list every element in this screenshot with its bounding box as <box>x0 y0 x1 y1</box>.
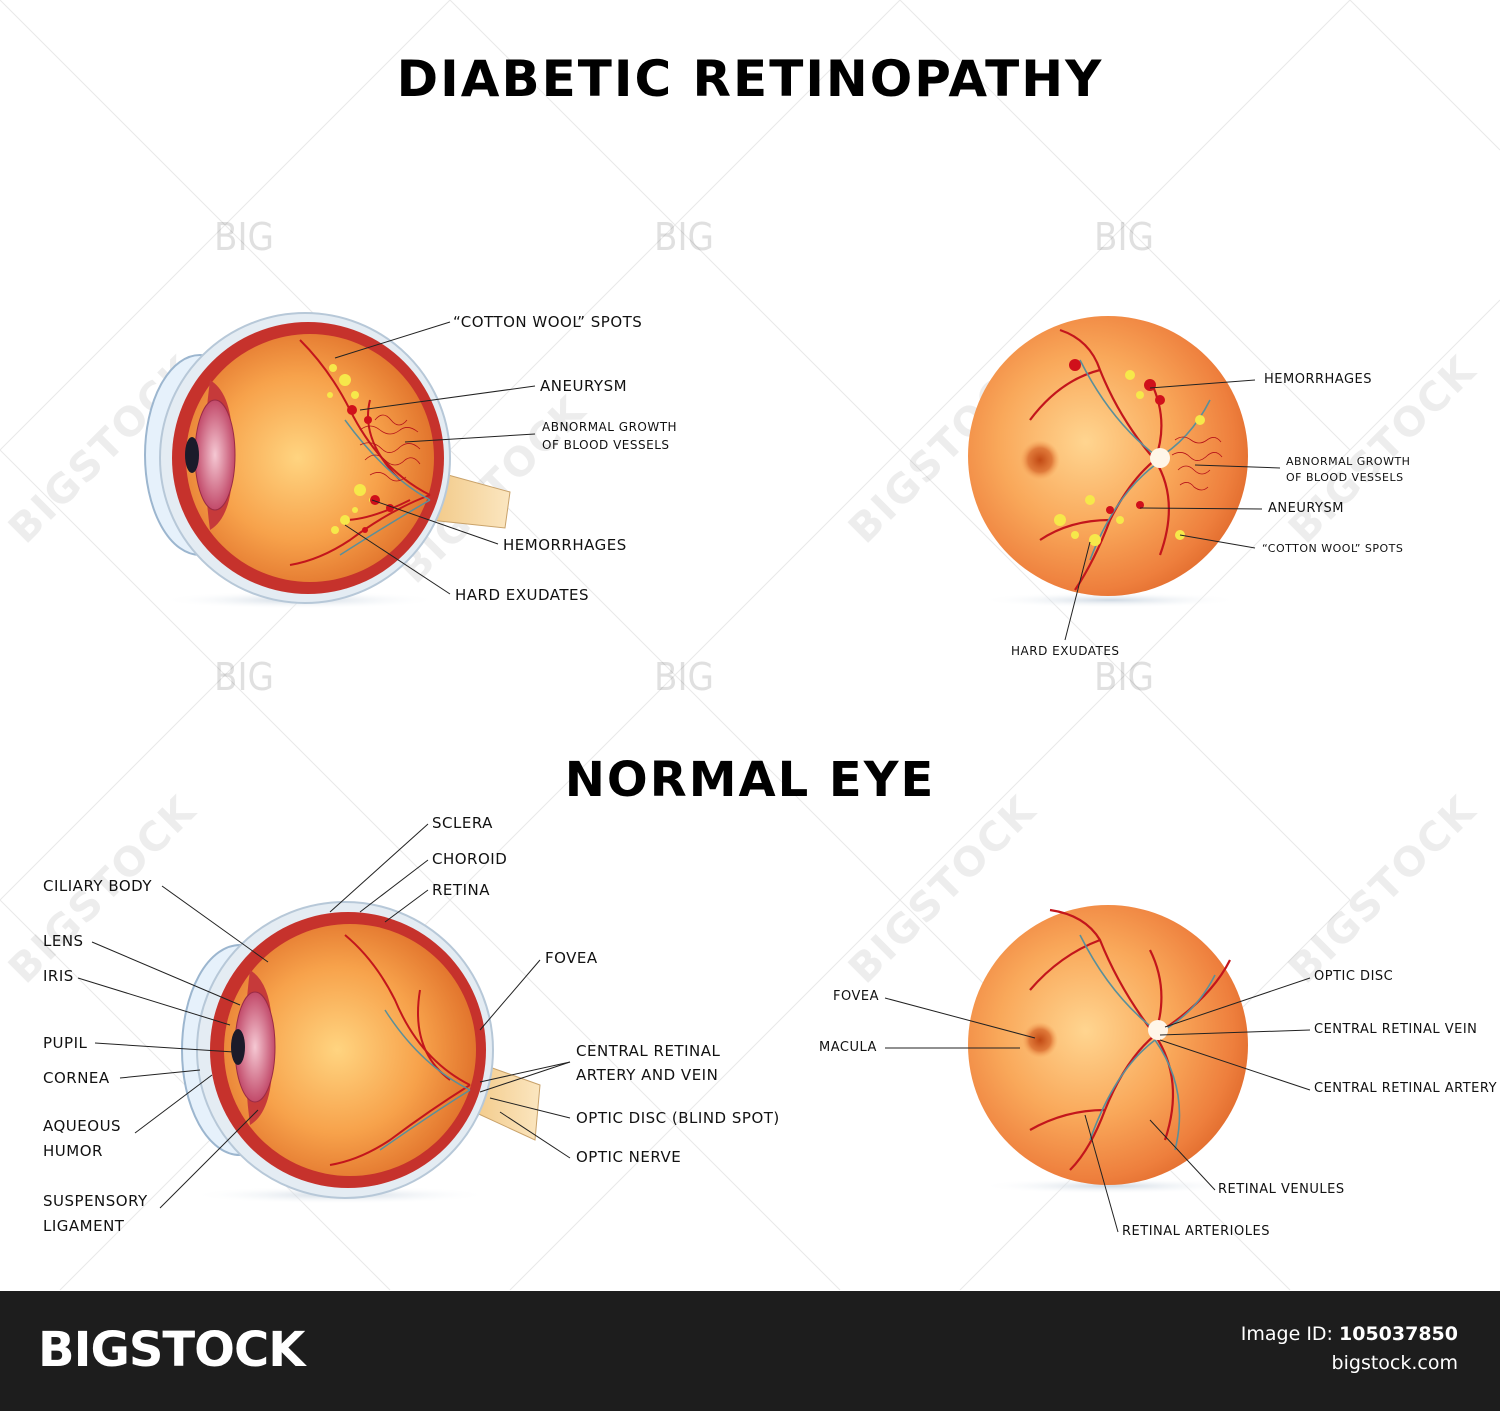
label-nf-fovea: FOVEA <box>833 989 879 1004</box>
label-dcs-hemorrhages: HEMORRHAGES <box>503 536 627 554</box>
label-df-cotton-wool: “COTTON WOOL” SPOTS <box>1262 542 1404 555</box>
label-nf-retinal-arterioles: RETINAL ARTERIOLES <box>1122 1224 1270 1239</box>
footer-bar <box>0 1291 1500 1411</box>
leader-lines <box>77 321 1311 1233</box>
site-link[interactable]: bigstock.com <box>1331 1352 1458 1374</box>
label-df-hard-exudates: HARD EXUDATES <box>1011 644 1120 658</box>
label-ncs-optic-nerve: OPTIC NERVE <box>576 1148 682 1166</box>
label-ncs-lens: LENS <box>43 932 84 950</box>
label-nf-central-retinal-artery: CENTRAL RETINAL ARTERY <box>1314 1081 1498 1096</box>
label-ncs-fovea: FOVEA <box>545 949 598 967</box>
label-nf-central-retinal-vein: CENTRAL RETINAL VEIN <box>1314 1022 1478 1037</box>
illustrations <box>77 312 1311 1233</box>
label-dcs-aneurysm: ANEURYSM <box>540 377 628 395</box>
label-ncs-pupil: PUPIL <box>43 1034 88 1052</box>
diabetic-fundus <box>968 316 1248 608</box>
label-dcs-cotton-wool: “COTTON WOOL” SPOTS <box>453 313 643 331</box>
normal-fundus <box>968 905 1248 1194</box>
brand-logo: BIGSTOCK <box>38 1322 305 1378</box>
normal-eye-cross-section <box>181 901 541 1204</box>
watermark-big: BIG <box>654 655 715 699</box>
label-df-aneurysm: ANEURYSM <box>1268 501 1344 516</box>
label-ncs-optic-disc: OPTIC DISC (BLIND SPOT) <box>576 1109 780 1127</box>
label-ncs-ciliary-body: CILIARY BODY <box>43 877 153 895</box>
label-df-hemorrhages: HEMORRHAGES <box>1264 372 1372 387</box>
label-ncs-iris: IRIS <box>43 967 74 985</box>
image-id-label: Image ID: <box>1240 1323 1333 1345</box>
label-nf-optic-disc: OPTIC DISC <box>1314 969 1394 984</box>
label-ncs-retina: RETINA <box>432 881 490 899</box>
label-dcs-hard-exudates: HARD EXUDATES <box>455 586 590 604</box>
label-ncs-aqueous-humor: AQUEOUS HUMOR <box>43 1117 122 1160</box>
label-dcs-abnormal-growth: ABNORMAL GROWTH OF BLOOD VESSELS <box>542 420 678 452</box>
watermark-lines <box>0 0 1500 1291</box>
title-diabetic-retinopathy: DIABETIC RETINOPATHY <box>396 50 1104 108</box>
watermark-big: BIG <box>1094 215 1155 259</box>
label-nf-macula: MACULA <box>819 1040 877 1055</box>
image-id: Image ID: 105037850 <box>1241 1323 1458 1345</box>
watermark-big: BIG <box>1094 655 1155 699</box>
label-df-abnormal-growth: ABNORMAL GROWTH OF BLOOD VESSELS <box>1286 455 1411 484</box>
watermark-big: BIG <box>214 655 275 699</box>
label-ncs-choroid: CHOROID <box>432 850 508 868</box>
diabetic-eye-cross-section <box>144 312 511 609</box>
label-ncs-sclera: SCLERA <box>432 814 493 832</box>
image-id-value: 105037850 <box>1339 1323 1458 1345</box>
label-nf-retinal-venules: RETINAL VENULES <box>1218 1182 1345 1197</box>
label-ncs-suspensory-ligament: SUSPENSORY LIGAMENT <box>43 1192 148 1235</box>
title-normal-eye: NORMAL EYE <box>564 752 936 808</box>
watermark-big: BIG <box>214 215 275 259</box>
label-ncs-cornea: CORNEA <box>43 1069 110 1087</box>
watermark-big: BIG <box>654 215 715 259</box>
label-ncs-central-retinal-artery-vein: CENTRAL RETINAL ARTERY AND VEIN <box>576 1042 721 1084</box>
